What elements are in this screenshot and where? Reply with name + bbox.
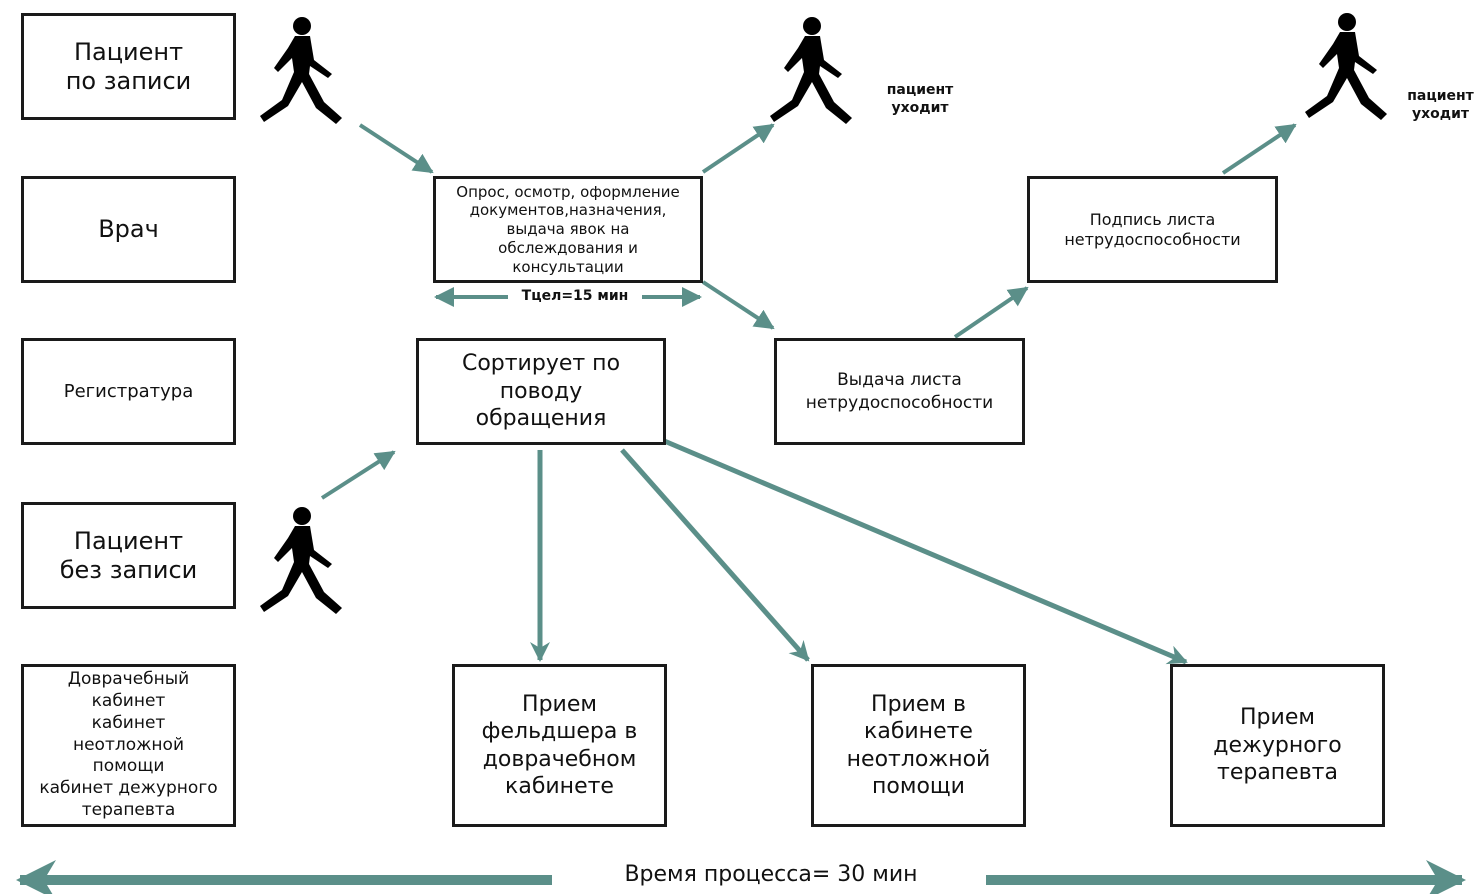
walking-person-icon (1305, 13, 1387, 120)
lane-doctor: Врач (21, 176, 236, 283)
arrow-walkin-to-sorting (320, 450, 396, 500)
lane-cabinets: Доврачебный кабинет кабинет неотложной п… (21, 664, 236, 827)
sick-leave-issue-box: Выдача листа нетрудоспособности (774, 338, 1025, 445)
arrow-doctor-to-leave (701, 123, 775, 174)
arrow-sorting-to-therapist (661, 437, 1188, 665)
arrow-sign-to-leave (1221, 123, 1297, 175)
lane-patient-walkin: Пациент без записи (21, 502, 236, 609)
walking-person-icon (260, 17, 342, 124)
process-time-label: Время процесса= 30 мин (556, 862, 986, 887)
destination-emergency: Прием в кабинете неотложной помощи (811, 664, 1026, 827)
sick-leave-sign-box: Подпись листа нетрудоспособности (1027, 176, 1278, 283)
arrow-sickleave-to-sign (953, 286, 1029, 339)
sorting-box: Сортирует по поводу обращения (416, 338, 666, 445)
lane-patient-appointment: Пациент по записи (21, 13, 236, 120)
destination-feldsher: Прием фельдшера в доврачебном кабинете (452, 664, 667, 827)
patient-leaves-label-1: пациент уходит (886, 82, 954, 117)
walking-person-icon (260, 507, 342, 614)
arrow-sorting-to-emergency (620, 448, 810, 662)
arrow-patient-to-doctor (358, 123, 434, 174)
destination-therapist: Прием дежурного терапевта (1170, 664, 1385, 827)
lane-registry: Регистратура (21, 338, 236, 445)
arrow-doctor-to-sickleave (701, 280, 775, 330)
doctor-time-label: Тцел=15 мин (508, 288, 642, 304)
doctor-exam-box: Опрос, осмотр, оформление документов,наз… (433, 176, 703, 283)
patient-leaves-label-2: пациент уходит (1407, 88, 1474, 123)
walking-person-icon (770, 17, 852, 124)
